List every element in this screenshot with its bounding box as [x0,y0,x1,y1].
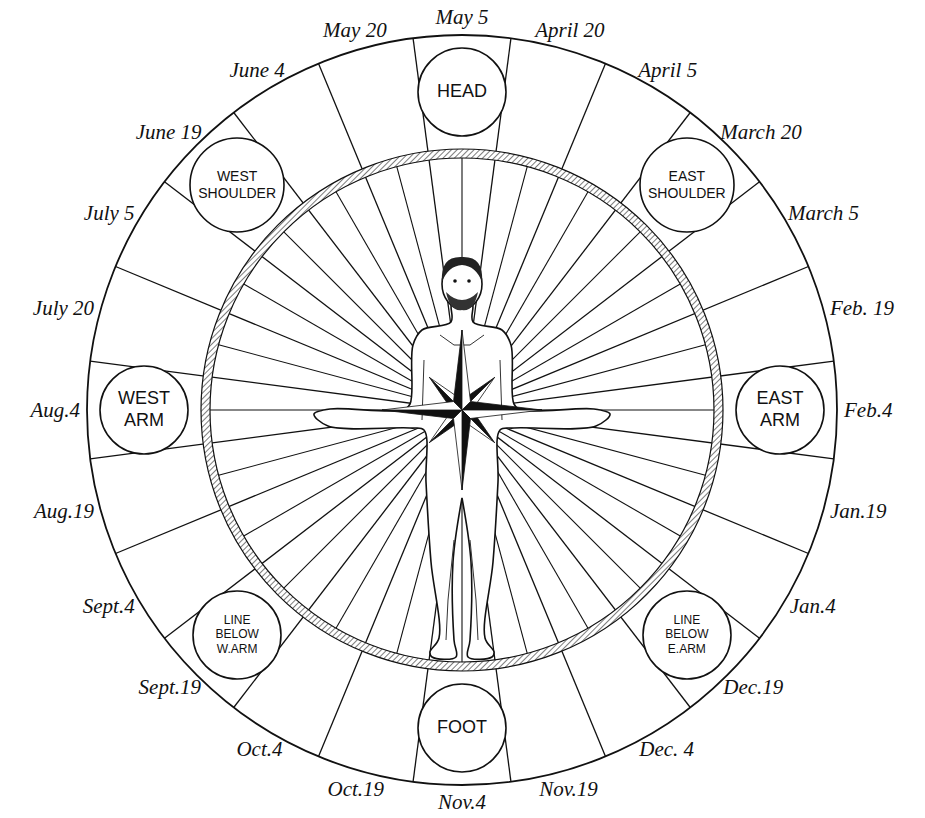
date-label: June 4 [229,60,284,81]
star-point-dark [382,410,462,418]
date-label: Aug.4 [30,400,80,421]
date-label: Aug.19 [34,501,94,522]
circle-shape [736,366,824,454]
circle-shape [640,138,734,232]
human-figure [314,257,610,659]
date-label: March 5 [788,203,859,224]
body-part-circle: FOOT [417,683,507,773]
circle-shape [193,591,281,679]
date-label: July 20 [33,298,94,319]
star-point-light [382,402,462,410]
hatched-ring [201,149,723,671]
circle-shape [418,684,506,772]
star-point-dark [462,410,470,490]
date-label: April 20 [535,20,604,41]
date-label: March 20 [720,122,801,143]
date-label: Jan.19 [830,501,887,522]
figure-eye [467,279,471,283]
date-label: Oct.19 [328,779,385,800]
circle-shape [418,48,506,136]
figure-contour [446,540,454,640]
body-part-circle: EAST ARM [735,365,825,455]
body-part-circle: EAST SHOULDER [639,137,735,233]
circle-shape [100,366,188,454]
body-part-label: LINE BELOW E.ARM [664,613,709,656]
date-label: May 5 [435,7,488,28]
star-point-dark [454,330,462,410]
date-label: Oct.4 [236,739,282,760]
body-part-label: EAST SHOULDER [647,168,726,202]
inner-spoke-line [284,232,462,410]
body-part-circle: WEST SHOULDER [189,137,285,233]
date-label: Sept.4 [83,596,135,617]
body-part-label: FOOT [437,717,488,739]
body-part-label: HEAD [436,81,488,103]
body-part-label: LINE BELOW W.ARM [215,613,260,656]
figure-eye [453,279,457,283]
date-label: April 5 [638,60,697,81]
date-label: Nov.19 [539,779,598,800]
body-part-label: WEST SHOULDER [198,168,277,202]
circle-shape [643,591,731,679]
date-label: Feb.4 [844,400,892,421]
date-label: Nov.4 [438,792,486,813]
figure-contour [470,540,478,640]
star-point-light [454,410,462,490]
star-point-light [462,330,470,410]
figure-body [314,301,610,660]
date-label: Jan.4 [790,596,836,617]
outer-circle [87,35,837,785]
date-label: Feb. 19 [830,298,894,319]
date-label: Dec.19 [723,677,783,698]
body-part-label: EAST ARM [756,388,804,431]
figure-hair [442,257,482,282]
star-point-light [462,410,542,418]
date-label: Dec. 4 [639,739,694,760]
body-part-circle: LINE BELOW W.ARM [192,590,282,680]
compass-star [382,330,542,490]
circle-shape [190,138,284,232]
body-part-label: WEST ARM [118,388,171,431]
date-label: May 20 [323,20,387,41]
wheel [87,35,837,785]
body-part-circle: HEAD [417,47,507,137]
date-label: Sept.19 [139,677,201,698]
star-point-dark [462,402,542,410]
body-part-circle: LINE BELOW E.ARM [642,590,732,680]
figure-beard [446,292,478,310]
date-label: June 19 [136,122,202,143]
body-part-circle: WEST ARM [99,365,189,455]
date-label: July 5 [84,203,135,224]
inner-spoke-line [462,232,640,410]
